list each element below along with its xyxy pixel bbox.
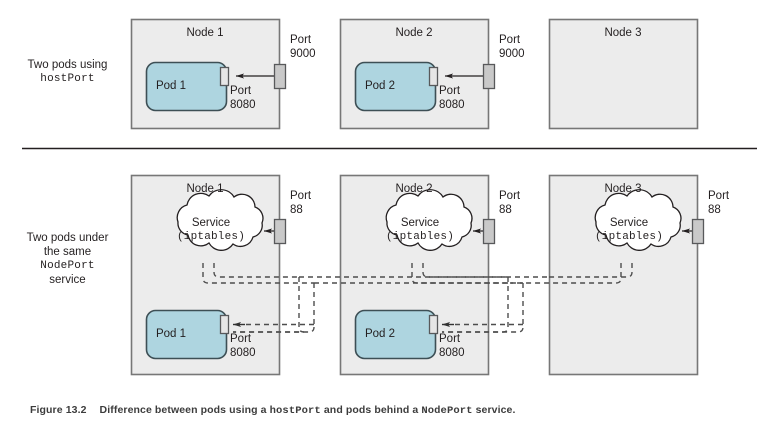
service-routing-lines: [202, 263, 633, 333]
top-row-label: Two pods using hostPort: [10, 58, 125, 86]
bottom-node-1-service-iptables: (iptables): [176, 231, 245, 243]
bottom-node-1-nodeport-line-1: Port: [290, 190, 312, 202]
bottom-pod-2-box: [354, 309, 437, 360]
top-pod-2-label: Pod 2: [364, 80, 396, 92]
top-node-2-hostport-box: [482, 63, 496, 90]
top-node-2-hostport-label: Port 9000: [499, 33, 543, 61]
bottom-node-1-nodeport-box: [273, 218, 287, 245]
top-row-label-line-1: Two pods using: [27, 59, 108, 71]
top-node-2-hostport-line-2: 9000: [499, 48, 525, 60]
top-node-1-hostport-label: Port 9000: [290, 33, 334, 61]
bottom-node-2-title: Node 2: [395, 183, 433, 195]
top-node-2-hostport-line-1: Port: [499, 34, 521, 46]
bottom-pod-2-port-label: Port 8080: [439, 332, 483, 360]
bottom-pod-1-port-line-2: 8080: [230, 347, 256, 359]
bottom-row-label-line-1: Two pods under: [26, 232, 109, 244]
bottom-node-3-service-iptables: (iptables): [594, 231, 663, 243]
bottom-node-3-nodeport-box: [691, 218, 705, 245]
top-node-2-title: Node 2: [395, 27, 433, 39]
top-pod-1-port-line-1: Port: [230, 85, 252, 97]
bottom-node-1-nodeport-label: Port 88: [290, 189, 334, 217]
top-pod-1-port-label: Port 8080: [230, 84, 274, 112]
top-pod-1-box: [145, 61, 228, 112]
bottom-node-2-service-cloud: [385, 189, 473, 251]
bottom-pod-1-label: Pod 1: [155, 328, 187, 340]
top-pod-2-box: [354, 61, 437, 112]
bottom-row-label-line-2: the same: [43, 246, 92, 258]
bottom-pod-2-port-line-2: 8080: [439, 347, 465, 359]
top-node-3-title: Node 3: [604, 27, 642, 39]
bottom-row-label-line-4: service: [49, 274, 86, 286]
top-row-label-hostport: hostPort: [40, 73, 95, 85]
bottom-pod-1-box: [145, 309, 228, 360]
bottom-node-2-nodeport-line-2: 88: [499, 204, 512, 216]
top-pod-2-port-line-1: Port: [439, 85, 461, 97]
bottom-node-3-service-line-1: Service: [609, 217, 649, 229]
bottom-row-label-nodeport: NodePort: [40, 260, 95, 272]
bottom-node-3-nodeport-line-2: 88: [708, 204, 721, 216]
bottom-node-3-nodeport-label: Port 88: [708, 189, 752, 217]
bottom-pod-1-port-box: [219, 314, 230, 335]
bottom-node-2-service-iptables: (iptables): [385, 231, 454, 243]
top-pod-2-port-label: Port 8080: [439, 84, 483, 112]
top-node-1-hostport-line-2: 9000: [290, 48, 316, 60]
bottom-node-3-title: Node 3: [604, 183, 642, 195]
bottom-pod-1-port-line-1: Port: [230, 333, 252, 345]
bottom-node-1-title: Node 1: [186, 183, 224, 195]
figure-number: Figure 13.2: [30, 404, 87, 416]
top-node-1-hostport-line-1: Port: [290, 34, 312, 46]
bottom-node-2-nodeport-label: Port 88: [499, 189, 543, 217]
bottom-node-2-nodeport-box: [482, 218, 496, 245]
bottom-node-3-service-cloud: [594, 189, 682, 251]
bottom-node-1-nodeport-line-2: 88: [290, 204, 303, 216]
top-pod-1-port-box: [219, 66, 230, 87]
bottom-node-1-service-cloud: [176, 189, 264, 251]
top-pod-1-label: Pod 1: [155, 80, 187, 92]
top-pod-2-port-line-2: 8080: [439, 99, 465, 111]
bottom-pod-2-port-box: [428, 314, 439, 335]
top-pod-2-port-box: [428, 66, 439, 87]
bottom-node-2-nodeport-line-1: Port: [499, 190, 521, 202]
bottom-node-1-service-label: Service (iptables): [168, 216, 254, 244]
figure-caption: Figure 13.2 Difference between pods using…: [30, 404, 750, 417]
bottom-node-3-nodeport-line-1: Port: [708, 190, 730, 202]
top-node-3-box: [548, 18, 699, 130]
bottom-row-label: Two pods under the same NodePort service: [10, 231, 125, 287]
top-pod-1-port-line-2: 8080: [230, 99, 256, 111]
bottom-pod-2-port-line-1: Port: [439, 333, 461, 345]
bottom-pod-2-label: Pod 2: [364, 328, 396, 340]
bottom-node-2-service-label: Service (iptables): [377, 216, 463, 244]
bottom-pod-1-port-label: Port 8080: [230, 332, 274, 360]
top-node-1-title: Node 1: [186, 27, 224, 39]
figure-caption-text: Difference between pods using a hostPort…: [99, 404, 516, 417]
top-node-1-hostport-box: [273, 63, 287, 90]
bottom-node-1-service-line-1: Service: [191, 217, 231, 229]
bottom-node-3-service-label: Service (iptables): [586, 216, 672, 244]
bottom-node-2-service-line-1: Service: [400, 217, 440, 229]
